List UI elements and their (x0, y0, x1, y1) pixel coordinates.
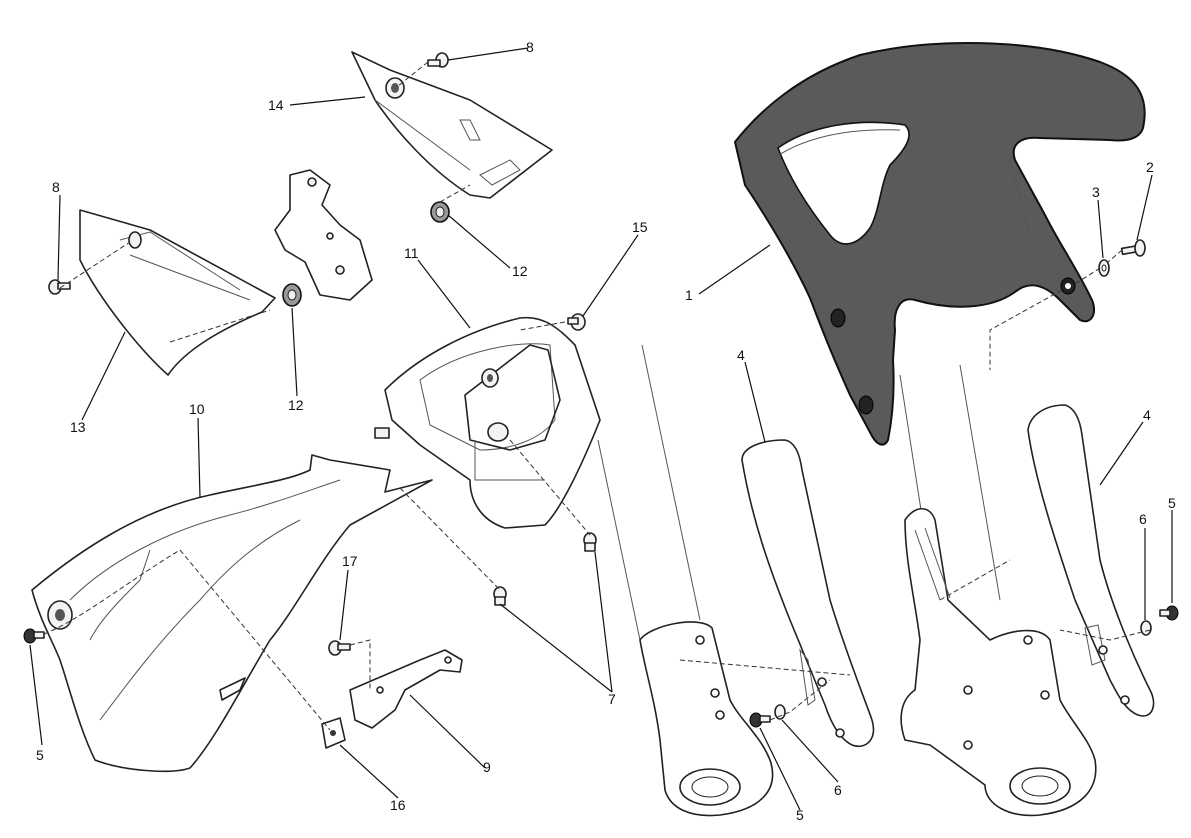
callout-4-left: 4 (737, 347, 745, 363)
fork-leg-left (597, 344, 774, 817)
callout-5-center: 5 (796, 807, 804, 823)
callout-4-right: 4 (1143, 407, 1151, 423)
bolt-5-right (1159, 605, 1179, 621)
bolt-5-center (749, 712, 771, 728)
fork-leg-right (899, 364, 1097, 817)
callout-1: 1 (685, 287, 693, 303)
upper-bracket (274, 169, 373, 301)
side-panel-13 (79, 209, 276, 376)
screw-7a (583, 532, 597, 552)
grommet-12-left (282, 283, 302, 307)
fork-guard-right (1027, 404, 1155, 717)
callout-6-center: 6 (834, 782, 842, 798)
callout-10: 10 (189, 401, 205, 417)
washer-6-right (1140, 620, 1152, 636)
callout-7: 7 (608, 691, 616, 707)
callout-6-right: 6 (1139, 511, 1147, 527)
fork-guard-left (741, 439, 875, 747)
callout-labels: 1 2 3 4 4 5 5 5 6 6 7 8 8 9 10 11 12 12 … (36, 39, 1176, 823)
callout-5-left: 5 (36, 747, 44, 763)
leader-lines (29, 47, 1173, 811)
washer-6-center (774, 704, 786, 720)
callout-15: 15 (632, 219, 648, 235)
callout-8-top: 8 (526, 39, 534, 55)
screw-15 (567, 313, 586, 331)
callout-8-left: 8 (52, 179, 60, 195)
headlight-bracket-11 (374, 316, 601, 529)
side-panel-14 (351, 51, 553, 199)
screw-8-top (427, 52, 449, 68)
callout-14: 14 (268, 97, 284, 113)
bolt-2 (1120, 239, 1146, 257)
assembly-lines (43, 61, 1151, 731)
callout-17: 17 (342, 553, 358, 569)
bracket-9 (349, 649, 463, 729)
washer-3 (1098, 259, 1110, 277)
screw-7b (493, 586, 507, 606)
callout-9: 9 (483, 759, 491, 775)
callout-5-right: 5 (1168, 495, 1176, 511)
callout-16: 16 (390, 797, 406, 813)
front-mudguard (734, 42, 1146, 446)
callout-12-left: 12 (288, 397, 304, 413)
screw-8-left (48, 279, 71, 295)
callout-3: 3 (1092, 184, 1100, 200)
grommet-12-top (430, 201, 450, 223)
callout-12-top: 12 (512, 263, 528, 279)
callout-13: 13 (70, 419, 86, 435)
nut-16 (321, 717, 346, 749)
callout-11: 11 (404, 245, 419, 261)
screw-17 (328, 640, 351, 656)
bolt-5-left (23, 628, 45, 644)
callout-2: 2 (1146, 159, 1154, 175)
